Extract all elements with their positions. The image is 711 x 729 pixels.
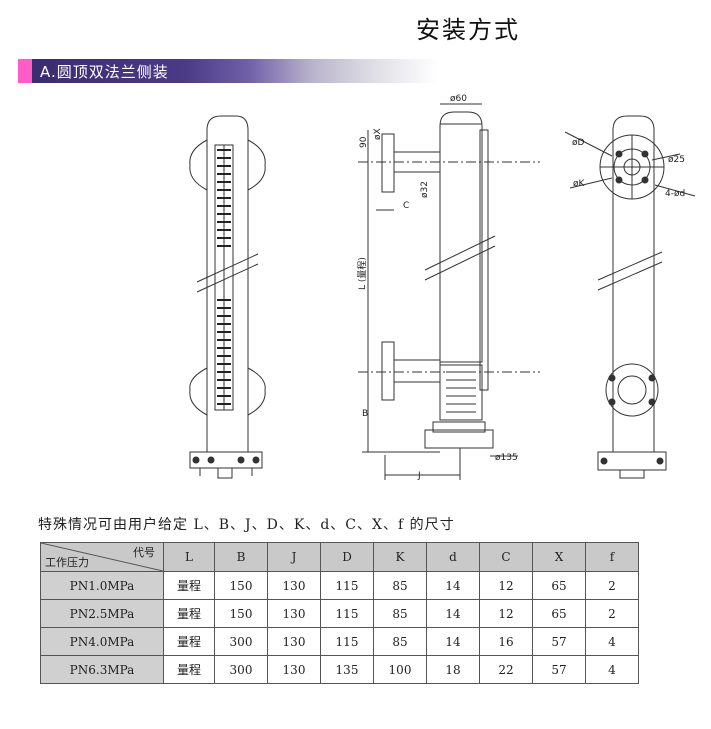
table-row: PN1.0MPa 量程 150 130 115 85 14 12 65 2	[40, 571, 639, 600]
table-cell: 14	[426, 571, 480, 600]
table-cell: 量程	[163, 627, 215, 656]
right-view-bolts	[600, 150, 664, 465]
col-header: L	[163, 542, 215, 572]
table-cell: 150	[214, 571, 268, 600]
table-cell: 14	[426, 599, 480, 628]
table-header-row: 代号 工作压力 L B J D K d C X f	[40, 542, 639, 572]
pressure-cell: PN6.3MPa	[40, 655, 164, 684]
right-view	[564, 115, 696, 479]
pressure-cell: PN4.0MPa	[40, 627, 164, 656]
label-phi60: ø60	[450, 94, 467, 104]
col-header: X	[532, 542, 586, 572]
table-cell: 22	[479, 655, 533, 684]
pressure-cell: PN2.5MPa	[40, 599, 164, 628]
label-C: C	[403, 201, 409, 211]
section-accent	[18, 59, 32, 83]
section-header-bar: A.圆顶双法兰侧装	[18, 59, 438, 83]
col-header: d	[426, 542, 480, 572]
corner-pressure-label: 工作压力	[45, 556, 89, 569]
label-phi135: ø135	[495, 453, 518, 463]
col-header: D	[320, 542, 374, 572]
label-J: J	[417, 471, 421, 481]
table-row: PN6.3MPa 量程 300 130 135 100 18 22 57 4	[40, 655, 639, 684]
front-view	[189, 115, 266, 479]
table-cell: 16	[479, 627, 533, 656]
table-cell: 130	[267, 627, 321, 656]
table-cell: 57	[532, 627, 586, 656]
table-cell: 130	[267, 599, 321, 628]
table-cell: 4	[585, 655, 639, 684]
table-cell: 2	[585, 571, 639, 600]
table-cell: 量程	[163, 571, 215, 600]
corner-code-label: 代号	[133, 546, 155, 559]
table-row: PN2.5MPa 量程 150 130 115 85 14 12 65 2	[40, 599, 639, 628]
front-base-bolts	[192, 456, 260, 464]
label-phiD: øD	[572, 138, 585, 148]
col-header: B	[214, 542, 268, 572]
label-4d: 4-ød	[665, 189, 685, 199]
table-cell: 4	[585, 627, 639, 656]
table-cell: 130	[267, 571, 321, 600]
custom-dimension-note: 特殊情况可由用户给定 L、B、J、D、K、d、C、X、f 的尺寸	[38, 517, 455, 533]
col-header: f	[585, 542, 639, 572]
label-L: L (量程)	[357, 257, 368, 290]
table-cell: 115	[320, 599, 374, 628]
table-cell: 57	[532, 655, 586, 684]
label-phiK: øK	[573, 179, 586, 189]
table-cell: 150	[214, 599, 268, 628]
side-view	[358, 103, 540, 480]
table-cell: 85	[373, 627, 427, 656]
table-cell: 14	[426, 627, 480, 656]
table-cell: 85	[373, 599, 427, 628]
table-cell: 12	[479, 599, 533, 628]
label-phi32: ø32	[420, 181, 430, 198]
pressure-cell: PN1.0MPa	[40, 571, 164, 600]
label-phi25: ø25	[668, 155, 685, 165]
table-cell: 2	[585, 599, 639, 628]
label-B: B	[362, 409, 368, 419]
table-cell: 300	[214, 655, 268, 684]
table-cell: 130	[267, 655, 321, 684]
table-corner-cell: 代号 工作压力	[40, 542, 164, 572]
table-cell: 量程	[163, 599, 215, 628]
label-phiX: øX	[373, 128, 383, 140]
front-scale-ticks	[217, 149, 231, 405]
dimension-table: 代号 工作压力 L B J D K d C X f PN1.0MPa 量程 15…	[40, 542, 639, 684]
table-cell: 115	[320, 627, 374, 656]
table-cell: 115	[320, 571, 374, 600]
table-cell: 18	[426, 655, 480, 684]
table-row: PN4.0MPa 量程 300 130 115 85 14 16 57 4	[40, 627, 639, 656]
table-cell: 12	[479, 571, 533, 600]
installation-drawing: ø60 ø32 øX 90 C L (量程) B J ø135 øD øK ø2…	[189, 94, 696, 481]
table-cell: 65	[532, 571, 586, 600]
col-header: C	[479, 542, 533, 572]
page-title: 安装方式	[416, 16, 520, 44]
label-dim90: 90	[359, 136, 369, 148]
table-cell: 量程	[163, 655, 215, 684]
col-header: J	[267, 542, 321, 572]
table-cell: 65	[532, 599, 586, 628]
table-cell: 135	[320, 655, 374, 684]
table-cell: 100	[373, 655, 427, 684]
section-label: A.圆顶双法兰侧装	[40, 63, 169, 81]
col-header: K	[373, 542, 427, 572]
table-cell: 85	[373, 571, 427, 600]
table-cell: 300	[214, 627, 268, 656]
